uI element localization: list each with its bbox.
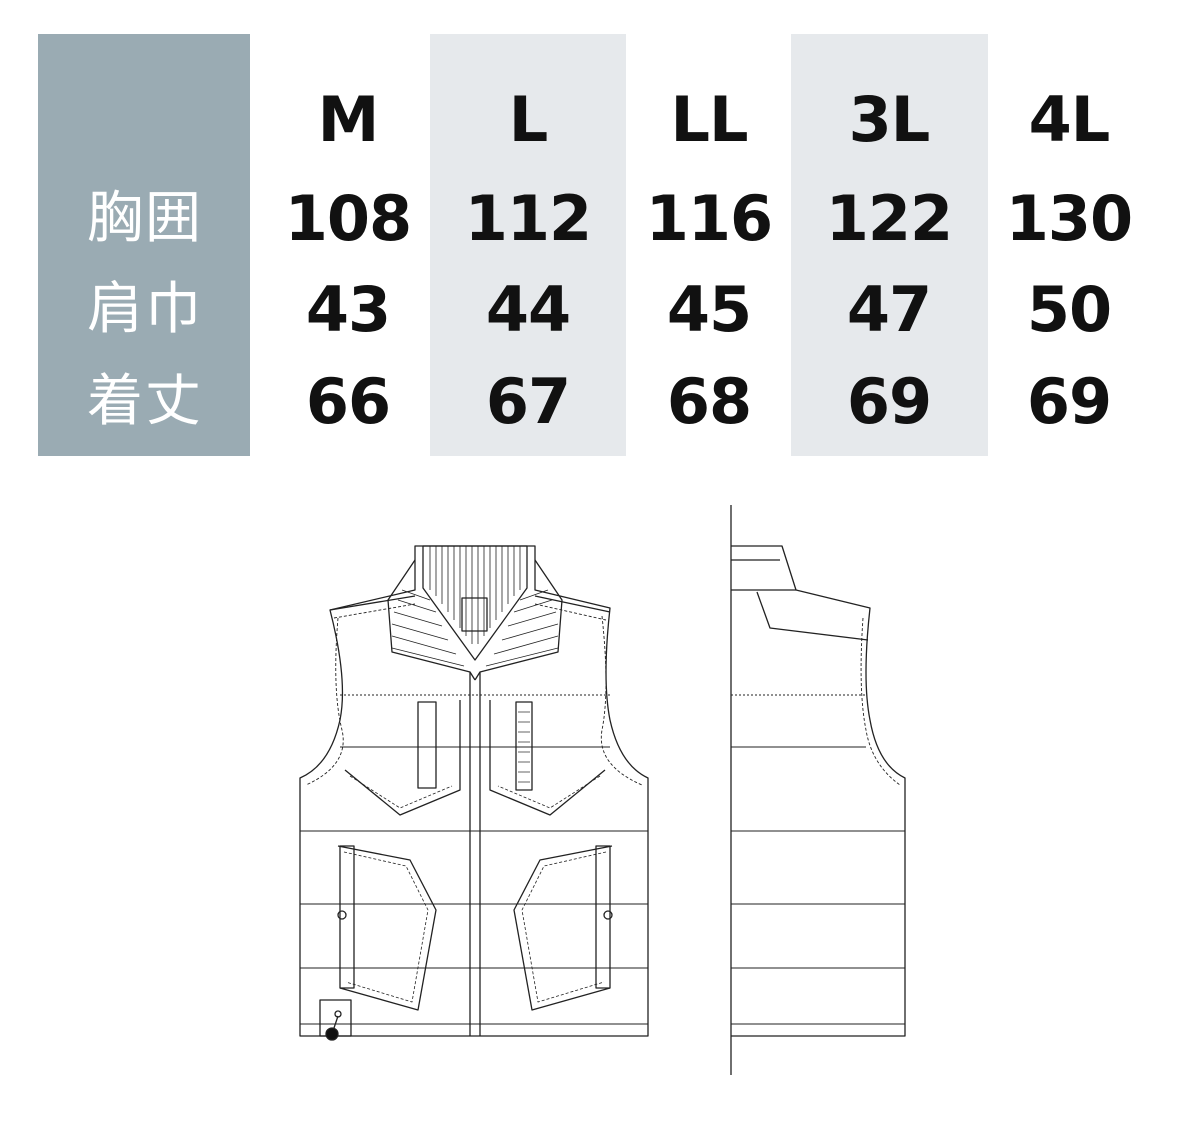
garment-drawings (0, 490, 1200, 1090)
vest-side-drawing (730, 505, 906, 1075)
length-value-4l: 69 (1026, 365, 1112, 438)
shoulder-value-4l: 50 (1026, 273, 1112, 346)
size-header-3l: 3L (848, 83, 931, 156)
row-label-chest: 胸囲 (87, 186, 203, 251)
row-label-length: 着丈 (87, 369, 203, 434)
length-value-l: 67 (485, 365, 571, 438)
shoulder-value-ll: 45 (666, 273, 752, 346)
column-shade-l (430, 34, 626, 456)
length-value-3l: 69 (846, 365, 932, 438)
chest-value-4l: 130 (1005, 182, 1133, 255)
length-value-m: 66 (305, 365, 391, 438)
vest-front-drawing (299, 545, 649, 1041)
shoulder-value-m: 43 (305, 273, 391, 346)
row-label-shoulder: 肩巾 (87, 277, 203, 342)
size-header-4l: 4L (1028, 83, 1111, 156)
chest-value-l: 112 (464, 182, 592, 255)
shoulder-value-l: 44 (485, 273, 571, 346)
column-shade-3l (791, 34, 988, 456)
shoulder-value-3l: 47 (846, 273, 932, 346)
length-value-ll: 68 (666, 365, 752, 438)
chest-value-ll: 116 (645, 182, 773, 255)
row-label-column (38, 34, 250, 456)
size-header-l: L (508, 83, 549, 156)
size-header-ll: LL (670, 83, 748, 156)
size-header-m: M (317, 83, 380, 156)
chest-value-3l: 122 (825, 182, 953, 255)
chest-value-m: 108 (284, 182, 412, 255)
